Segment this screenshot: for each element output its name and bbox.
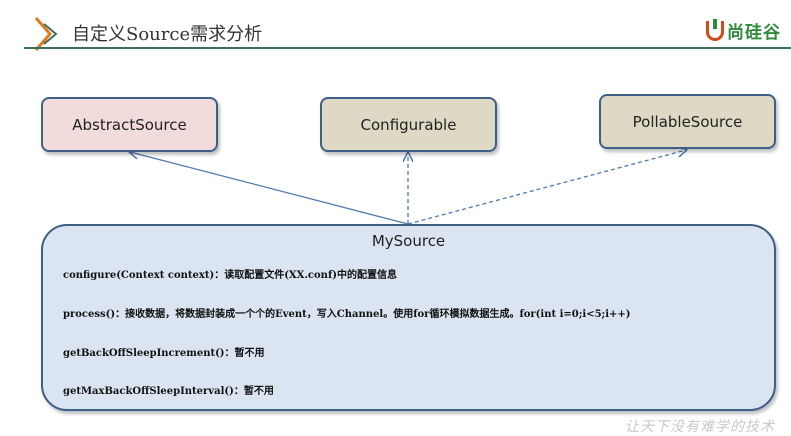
inherit-arrow-abstract [130,152,409,225]
header-divider [24,47,791,49]
mysource-box: MySource configure(Context context)：读取配置… [41,224,776,411]
pollable-source-box: PollableSource [599,94,776,149]
method-get-max-backoff-interval: getMaxBackOffSleepInterval()：暂不用 [63,386,274,397]
method-configure: configure(Context context)：读取配置文件(XX.con… [63,270,397,281]
abstract-source-box: AbstractSource [41,97,218,152]
method-process: process()：接收数据，将数据封装成一个个的Event，写入Channel… [63,309,631,320]
implements-arrow-pollable [407,150,686,225]
footer-slogan: 让天下没有难学的技术 [625,419,775,435]
brand-logo: 尚硅谷 [706,18,781,43]
method-get-backoff-increment: getBackOffSleepIncrement()：暂不用 [63,348,265,359]
mysource-title: MySource [371,232,446,250]
slide-header: 自定义Source需求分析 尚硅谷 [0,0,791,52]
logo-text: 尚硅谷 [727,23,781,43]
diamond-arrow-icon [34,17,58,51]
logo-icon [706,18,724,41]
configurable-box: Configurable [320,97,497,152]
slide-title: 自定义Source需求分析 [72,24,263,45]
